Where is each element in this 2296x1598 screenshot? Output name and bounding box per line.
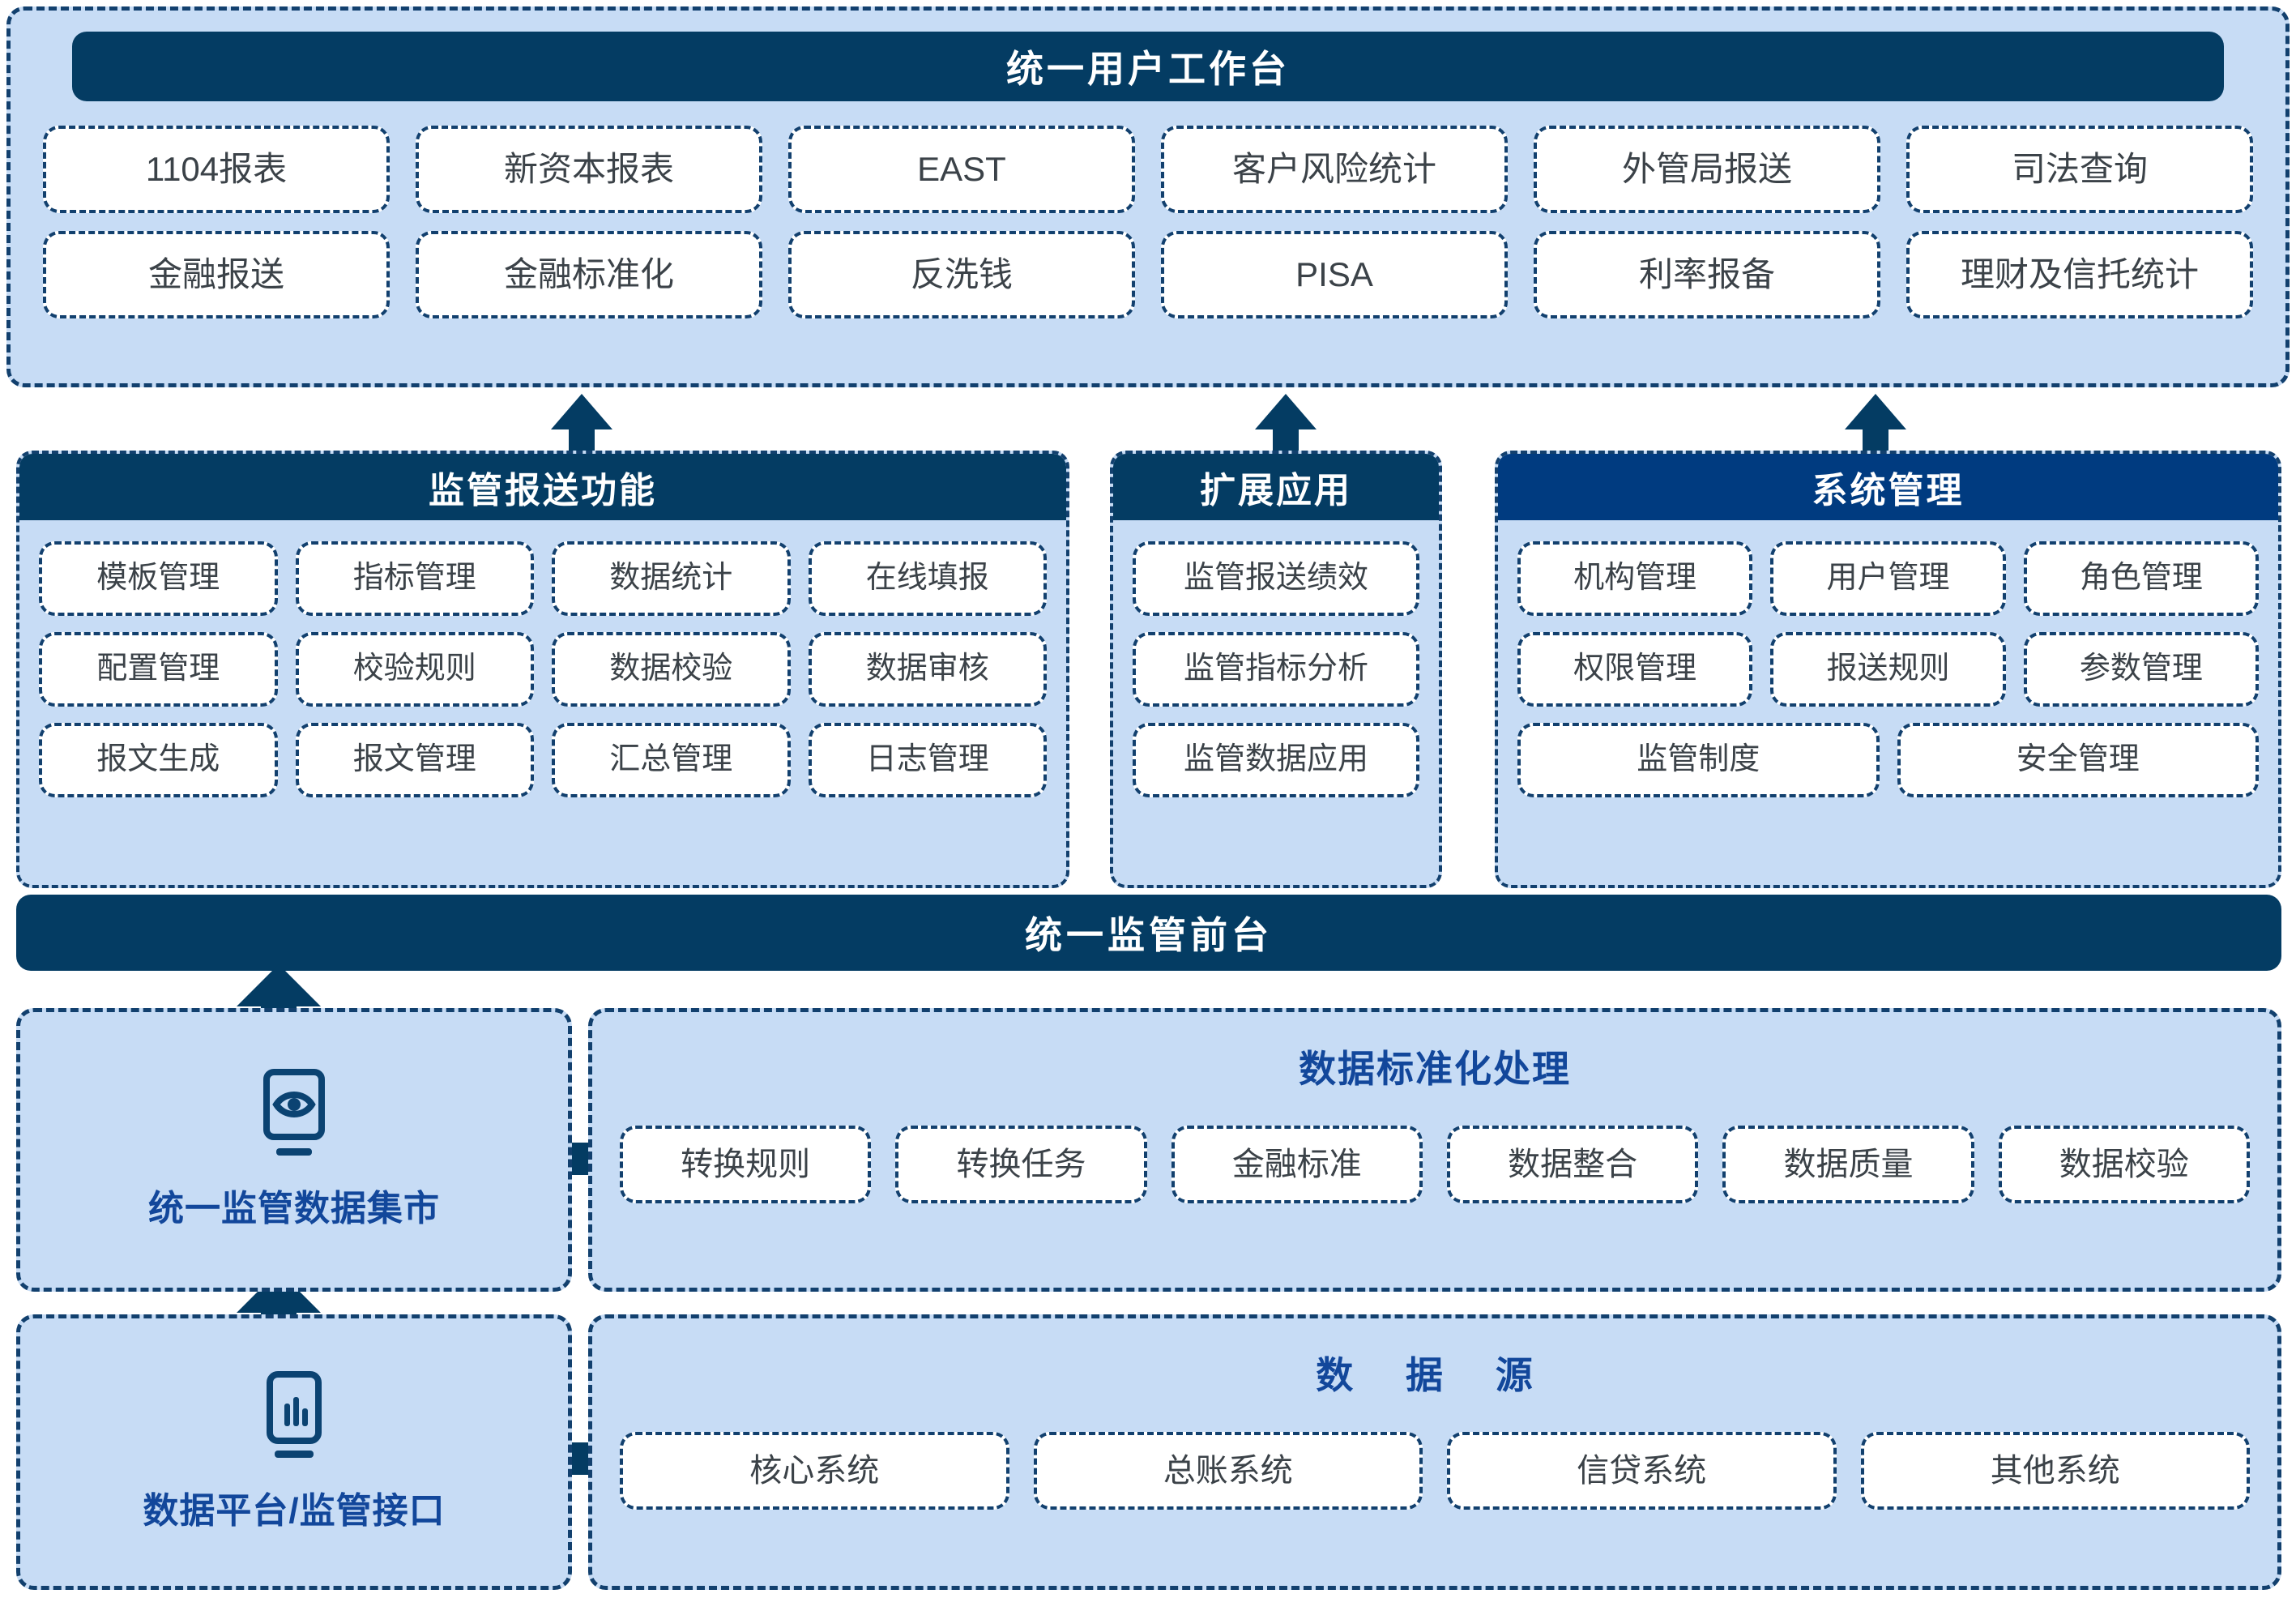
data-source-title: 数 据 源	[1316, 1354, 1554, 1396]
workbench-tile[interactable]: 金融报送	[43, 231, 390, 318]
workbench-tile[interactable]: EAST	[788, 126, 1135, 213]
regulatory-tile[interactable]: 模板管理	[39, 541, 278, 616]
workbench-tile[interactable]: 理财及信托统计	[1906, 231, 2253, 318]
regulatory-tile[interactable]: 数据审核	[808, 632, 1047, 707]
regulatory-tile[interactable]: 配置管理	[39, 632, 278, 707]
workbench-tile[interactable]: 新资本报表	[416, 126, 762, 213]
extension-row: 监管数据应用	[1133, 723, 1419, 797]
regulatory-row-1: 模板管理 指标管理 数据统计 在线填报	[39, 541, 1047, 616]
regulatory-tile[interactable]: 在线填报	[808, 541, 1047, 616]
front-desk-title: 统一监管前台	[16, 895, 2281, 971]
data-source-row: 核心系统 总账系统 信贷系统 其他系统	[592, 1432, 2277, 1510]
data-source-tile[interactable]: 总账系统	[1033, 1432, 1423, 1510]
workbench-panel: 统一用户工作台 1104报表 新资本报表 EAST 客户风险统计 外管局报送 司…	[6, 6, 2290, 387]
standardization-title: 数据标准化处理	[1299, 1048, 1571, 1090]
extension-row: 监管报送绩效	[1133, 541, 1419, 616]
system-management-title: 系统管理	[1498, 454, 2278, 520]
workbench-row-2: 金融报送 金融标准化 反洗钱 PISA 利率报备 理财及信托统计	[43, 231, 2253, 318]
regulatory-tile[interactable]: 日志管理	[808, 723, 1047, 797]
standardization-tile[interactable]: 数据整合	[1446, 1126, 1699, 1203]
workbench-tile[interactable]: 司法查询	[1906, 126, 2253, 213]
regulatory-tile[interactable]: 数据统计	[552, 541, 791, 616]
workbench-tile[interactable]: PISA	[1161, 231, 1508, 318]
data-source-tile[interactable]: 其他系统	[1860, 1432, 2250, 1510]
data-mart-label: 统一监管数据集市	[148, 1189, 440, 1228]
regulatory-row-2: 配置管理 校验规则 数据校验 数据审核	[39, 632, 1047, 707]
data-source-tile[interactable]: 信贷系统	[1447, 1432, 1837, 1510]
data-source-tile[interactable]: 核心系统	[620, 1432, 1009, 1510]
extension-row: 监管指标分析	[1133, 632, 1419, 707]
extension-tile[interactable]: 监管报送绩效	[1133, 541, 1419, 616]
regulatory-tile[interactable]: 指标管理	[295, 541, 534, 616]
regulatory-tile[interactable]: 报文生成	[39, 723, 278, 797]
system-tile[interactable]: 监管制度	[1517, 723, 1880, 797]
regulatory-tile[interactable]: 报文管理	[295, 723, 534, 797]
system-tile[interactable]: 报送规则	[1770, 632, 2006, 707]
system-tile[interactable]: 参数管理	[2023, 632, 2259, 707]
system-row-3: 监管制度 安全管理	[1517, 723, 2259, 797]
system-management-group: 系统管理 机构管理 用户管理 角色管理 权限管理 报送规则 参数管理 监管制度 …	[1495, 451, 2281, 888]
system-tile[interactable]: 机构管理	[1517, 541, 1753, 616]
data-platform-card: 数据平台/监管接口	[16, 1314, 572, 1590]
workbench-tile[interactable]: 利率报备	[1534, 231, 1880, 318]
data-platform-label: 数据平台/监管接口	[143, 1491, 446, 1531]
data-mart-card: 统一监管数据集市	[16, 1008, 572, 1292]
standardization-tile[interactable]: 金融标准	[1171, 1126, 1423, 1203]
workbench-title: 统一用户工作台	[72, 32, 2224, 101]
standardization-row: 转换规则 转换任务 金融标准 数据整合 数据质量 数据校验	[592, 1126, 2277, 1203]
workbench-tile[interactable]: 客户风险统计	[1161, 126, 1508, 213]
standardization-tile[interactable]: 数据校验	[1998, 1126, 2250, 1203]
workbench-tile[interactable]: 金融标准化	[416, 231, 762, 318]
eye-monitor-icon	[255, 1069, 333, 1164]
workbench-tile[interactable]: 1104报表	[43, 126, 390, 213]
data-source-panel: 数 据 源 核心系统 总账系统 信贷系统 其他系统	[588, 1314, 2281, 1590]
system-row-1: 机构管理 用户管理 角色管理	[1517, 541, 2259, 616]
system-tile[interactable]: 权限管理	[1517, 632, 1753, 707]
extension-apps-title: 扩展应用	[1113, 454, 1439, 520]
regulatory-tile[interactable]: 校验规则	[295, 632, 534, 707]
standardization-tile[interactable]: 转换规则	[620, 1126, 872, 1203]
system-tile[interactable]: 角色管理	[2023, 541, 2259, 616]
regulatory-row-3: 报文生成 报文管理 汇总管理 日志管理	[39, 723, 1047, 797]
workbench-tile[interactable]: 反洗钱	[788, 231, 1135, 318]
extension-tile[interactable]: 监管数据应用	[1133, 723, 1419, 797]
system-tile[interactable]: 安全管理	[1897, 723, 2259, 797]
system-tile[interactable]: 用户管理	[1770, 541, 2006, 616]
regulatory-reporting-title: 监管报送功能	[19, 454, 1066, 520]
standardization-tile[interactable]: 转换任务	[895, 1126, 1147, 1203]
bar-chart-monitor-icon	[255, 1371, 333, 1467]
regulatory-reporting-group: 监管报送功能 模板管理 指标管理 数据统计 在线填报 配置管理 校验规则 数据校…	[16, 451, 1069, 888]
regulatory-tile[interactable]: 数据校验	[552, 632, 791, 707]
standardization-tile[interactable]: 数据质量	[1722, 1126, 1974, 1203]
system-row-2: 权限管理 报送规则 参数管理	[1517, 632, 2259, 707]
extension-apps-group: 扩展应用 监管报送绩效 监管指标分析 监管数据应用	[1110, 451, 1442, 888]
regulatory-tile[interactable]: 汇总管理	[552, 723, 791, 797]
workbench-tile[interactable]: 外管局报送	[1534, 126, 1880, 213]
workbench-row-1: 1104报表 新资本报表 EAST 客户风险统计 外管局报送 司法查询	[43, 126, 2253, 213]
standardization-panel: 数据标准化处理 转换规则 转换任务 金融标准 数据整合 数据质量 数据校验	[588, 1008, 2281, 1292]
extension-tile[interactable]: 监管指标分析	[1133, 632, 1419, 707]
